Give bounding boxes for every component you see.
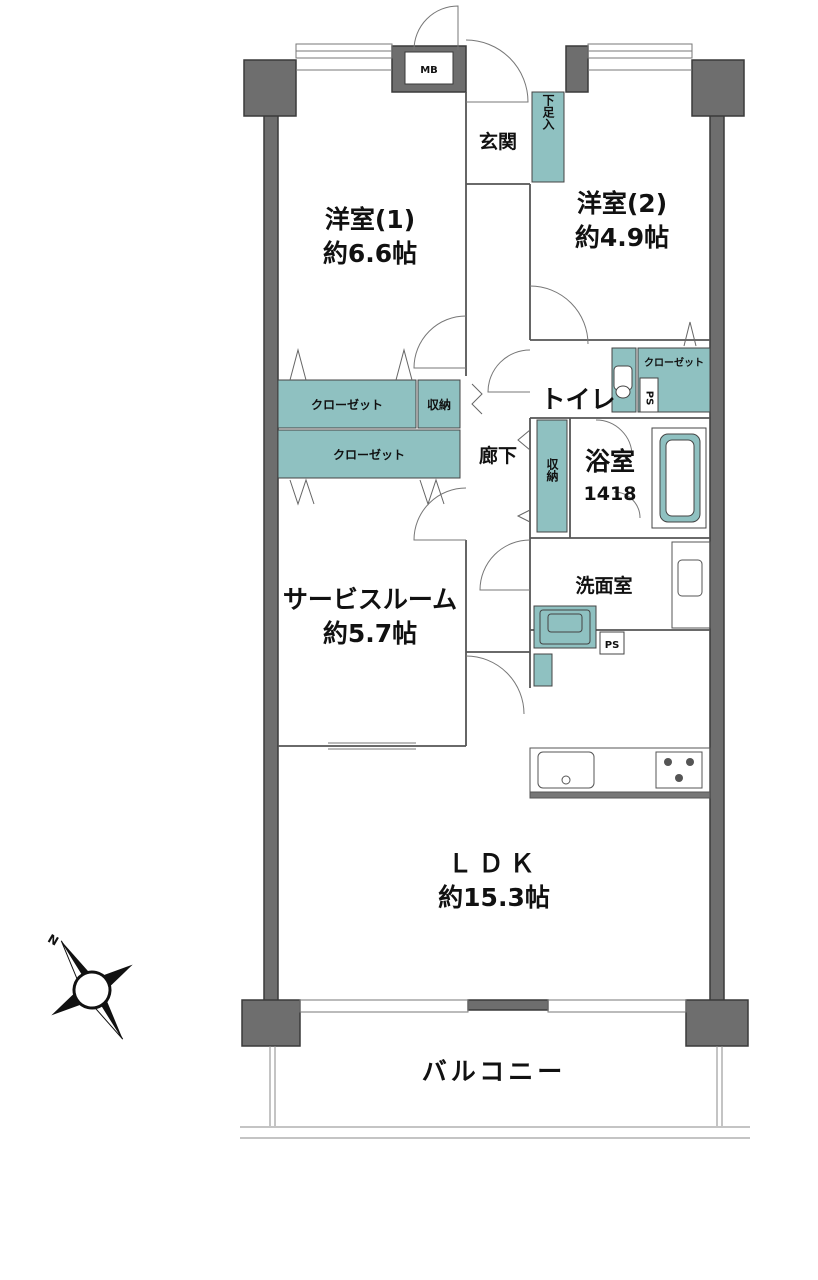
washroom-label: 洗面室 xyxy=(575,574,632,597)
vanity xyxy=(671,541,711,629)
ps-toilet-label: PS xyxy=(644,391,655,406)
bedroom2-size: 約4.9帖 xyxy=(575,223,669,252)
washing-machine-icon xyxy=(539,609,591,645)
bathroom-size: 1418 xyxy=(584,483,637,505)
compass-north-label: N xyxy=(45,931,61,948)
bathtub-icon xyxy=(651,427,707,529)
toilet-label: トイレ xyxy=(540,385,615,414)
sliding-partition xyxy=(328,742,416,750)
bedroom1-size: 約6.6帖 xyxy=(323,239,417,268)
interior-walls xyxy=(278,92,710,747)
sink-icon xyxy=(537,751,595,789)
kitchen-counter xyxy=(529,747,711,799)
ldk-name: ＬＤＫ xyxy=(447,849,540,878)
closet-a-label: クローゼット xyxy=(311,397,383,412)
hallway-label: 廊下 xyxy=(479,444,517,467)
balcony-windows xyxy=(299,999,687,1013)
entrance-label: 玄関 xyxy=(479,130,517,153)
stove-icon xyxy=(655,751,703,789)
closet-b-label: クローゼット xyxy=(333,447,405,462)
mb-label: MB xyxy=(420,65,438,76)
service-room-size: 約5.7帖 xyxy=(323,619,417,648)
bathroom-name: 浴室 xyxy=(585,447,635,476)
door-swing-icon xyxy=(413,5,641,715)
storage-blocks xyxy=(277,91,711,687)
balcony-label: バルコニー xyxy=(422,1057,567,1086)
bedroom1-name: 洋室(1) xyxy=(325,205,415,234)
ldk-size: 約15.3帖 xyxy=(438,883,550,912)
shuno-b-label: 収納 xyxy=(545,458,559,483)
service-room-name: サービスルーム xyxy=(283,585,457,614)
balcony xyxy=(240,1046,750,1139)
ps-wash-label: PS xyxy=(605,640,620,651)
top-windows xyxy=(295,43,693,71)
toilet-icon xyxy=(613,365,633,399)
compass-icon xyxy=(51,940,133,1040)
shuno-a-label: 収納 xyxy=(427,397,451,412)
shoe-box-label: 下足入 xyxy=(541,94,555,131)
bedroom2-name: 洋室(2) xyxy=(577,189,667,218)
closet-c-label: クローゼット xyxy=(644,356,704,369)
bifold-doors xyxy=(289,321,697,523)
